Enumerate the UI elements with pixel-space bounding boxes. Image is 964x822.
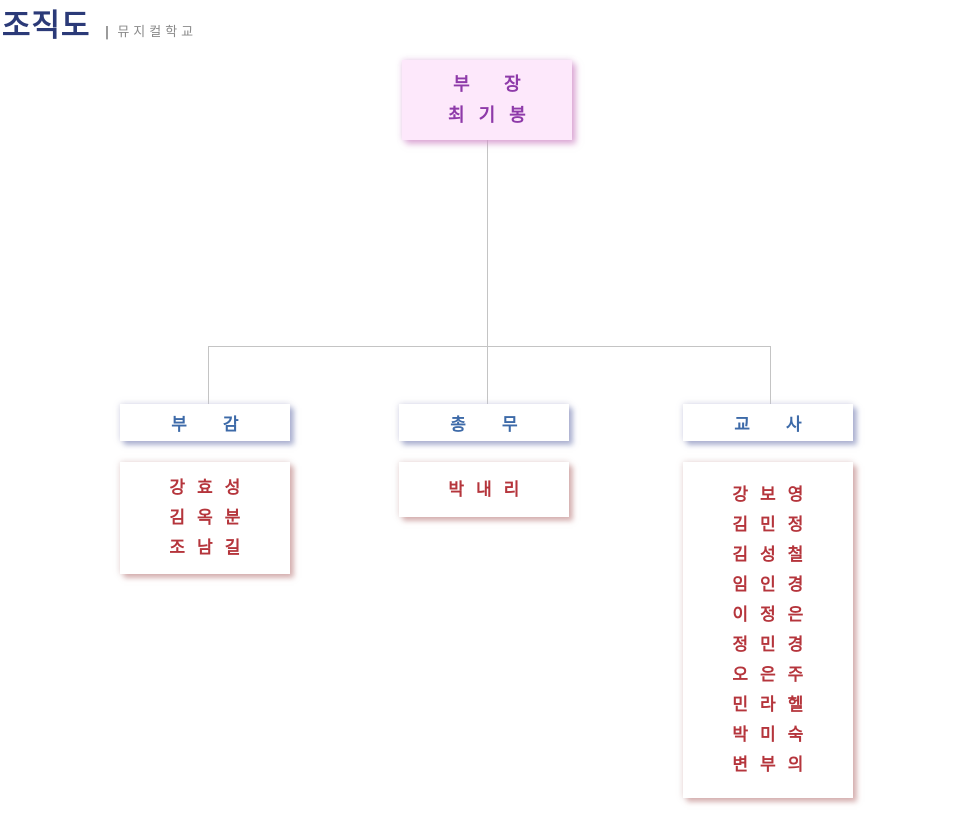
dept-label-b: 감 — [223, 415, 239, 435]
members-node-general-affairs: 박내리 — [399, 462, 569, 517]
dept-label-b: 무 — [502, 415, 518, 435]
dept-label-a: 총 — [450, 415, 466, 435]
member-name: 강보영 — [732, 485, 816, 505]
head-node: 부 장 최기봉 — [402, 60, 572, 140]
head-role: 부 장 — [453, 74, 535, 95]
member-name: 이정은 — [732, 605, 816, 625]
member-name: 김옥분 — [169, 508, 253, 528]
dept-label-b: 사 — [786, 415, 802, 435]
members-node-vice-principal: 강효성 김옥분 조남길 — [120, 462, 290, 574]
member-name: 박미숙 — [732, 725, 816, 745]
member-name: 오은주 — [732, 665, 816, 685]
connector-dept-2 — [487, 346, 488, 404]
page-header: 조직도 | 뮤지컬학교 — [2, 0, 198, 44]
connector-dept-3 — [770, 346, 771, 404]
member-name: 임인경 — [732, 575, 816, 595]
dept-label-a: 부 — [171, 415, 187, 435]
member-name: 민라헬 — [732, 695, 816, 715]
member-name: 변부의 — [732, 755, 816, 775]
connector-horizontal — [208, 346, 771, 347]
member-name: 김민정 — [732, 515, 816, 535]
member-name: 정민경 — [732, 635, 816, 655]
member-name: 김성철 — [732, 545, 816, 565]
connector-head-down — [487, 140, 488, 347]
member-name: 박내리 — [448, 479, 532, 500]
head-name: 최기봉 — [448, 105, 540, 126]
title-separator: | — [104, 25, 110, 40]
page-title: 조직도 — [2, 8, 91, 44]
member-name: 조남길 — [169, 538, 253, 558]
member-name: 강효성 — [169, 478, 253, 498]
members-node-teachers: 강보영 김민정 김성철 임인경 이정은 정민경 오은주 민라헬 박미숙 변부의 — [683, 462, 853, 798]
dept-label-a: 교 — [734, 415, 750, 435]
page-subtitle: 뮤지컬학교 — [117, 25, 198, 40]
connector-dept-1 — [208, 346, 209, 404]
